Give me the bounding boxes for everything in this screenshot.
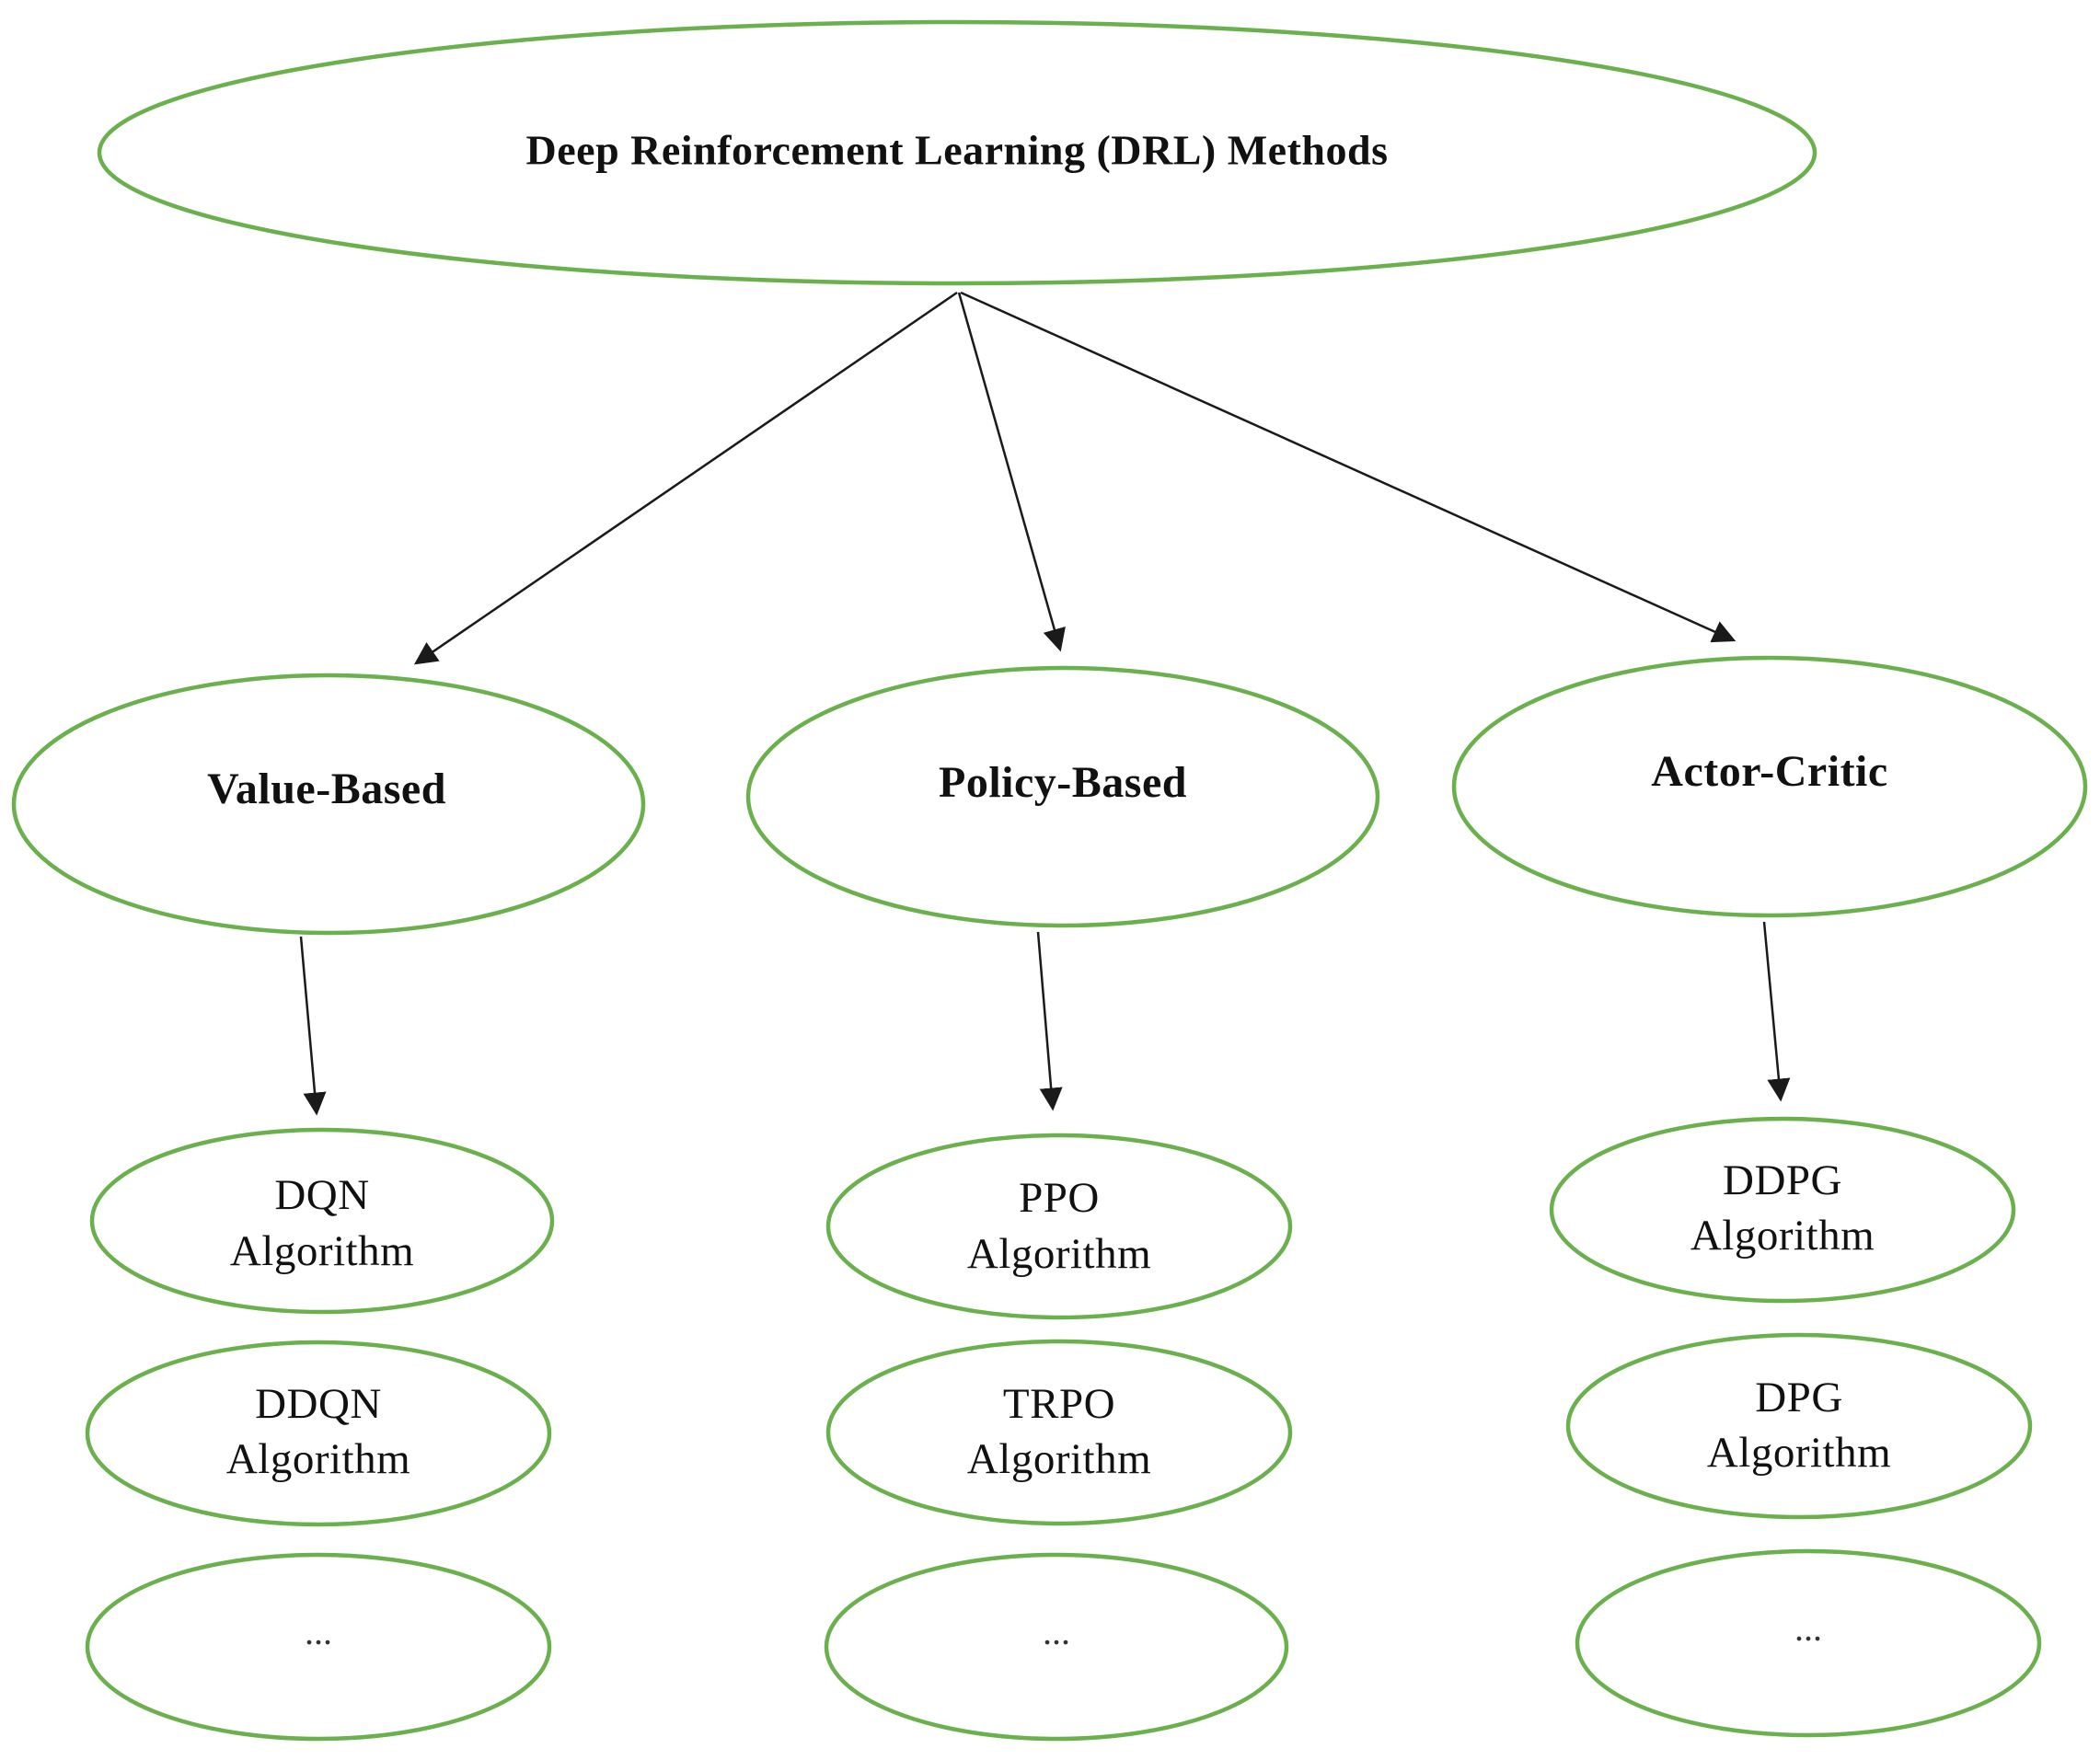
algorithm-node-dqn: DQN Algorithm bbox=[89, 1127, 555, 1315]
policy-based-more-node-shape bbox=[824, 1552, 1289, 1742]
category-policy-based: Policy-Based PPO Algorithm TRPO Algorith… bbox=[745, 665, 1380, 1742]
actor-critic-label: Actor-Critic bbox=[1651, 747, 1887, 796]
category-value-based: Value-Based DQN Algorithm DDQN Algorithm… bbox=[11, 673, 646, 1742]
arrow-root-to-value-based bbox=[413, 291, 958, 665]
arrow-policy-based-to-algorithms bbox=[1036, 931, 1063, 1111]
ddpg-name: DDPG bbox=[1723, 1156, 1842, 1204]
value-based-more-label: ... bbox=[305, 1611, 332, 1652]
root-node: Deep Reinforcement Learning (DRL) Method… bbox=[97, 19, 1817, 286]
actor-critic-more-node-shape bbox=[1575, 1548, 2042, 1738]
policy-based-label: Policy-Based bbox=[939, 758, 1187, 807]
value-based-label: Value-Based bbox=[207, 765, 446, 813]
dpg-suffix: Algorithm bbox=[1707, 1429, 1891, 1477]
algorithm-node-more: ... bbox=[1575, 1548, 2042, 1738]
actor-critic-more-label: ... bbox=[1794, 1607, 1822, 1649]
dpg-name: DPG bbox=[1755, 1374, 1843, 1421]
algorithm-node-more: ... bbox=[824, 1552, 1289, 1742]
root-arrows bbox=[413, 291, 1737, 665]
category-actor-critic: Actor-Critic DDPG Algorithm DPG Algorith… bbox=[1451, 655, 2088, 1738]
actor-critic-node-shape bbox=[1451, 655, 2088, 918]
algorithm-node-ddqn: DDQN Algorithm bbox=[85, 1340, 552, 1527]
algorithm-node-more: ... bbox=[85, 1552, 552, 1742]
trpo-node-shape bbox=[825, 1339, 1293, 1526]
ddpg-suffix: Algorithm bbox=[1690, 1212, 1875, 1260]
arrow-actor-critic-to-algorithms bbox=[1762, 921, 1791, 1102]
ppo-suffix: Algorithm bbox=[967, 1230, 1151, 1278]
arrow-value-based-to-algorithms bbox=[299, 936, 327, 1116]
trpo-name: TRPO bbox=[1003, 1380, 1115, 1428]
value-based-more-node-shape bbox=[85, 1552, 552, 1742]
arrow-root-to-actor-critic bbox=[960, 291, 1737, 643]
ddqn-suffix: Algorithm bbox=[226, 1435, 410, 1483]
root-node-label: Deep Reinforcement Learning (DRL) Method… bbox=[526, 127, 1389, 174]
root-node-shape bbox=[97, 19, 1817, 286]
algorithm-node-ppo: PPO Algorithm bbox=[825, 1133, 1293, 1320]
algorithm-node-ddpg: DDPG Algorithm bbox=[1549, 1116, 2016, 1304]
value-based-node-shape bbox=[11, 673, 646, 936]
ddqn-node-shape bbox=[85, 1340, 552, 1527]
dqn-suffix: Algorithm bbox=[230, 1227, 414, 1275]
algorithm-node-dpg: DPG Algorithm bbox=[1565, 1332, 2033, 1520]
policy-based-node-shape bbox=[745, 665, 1380, 928]
ddqn-name: DDQN bbox=[255, 1380, 382, 1428]
algorithm-node-trpo: TRPO Algorithm bbox=[825, 1339, 1293, 1526]
dpg-node-shape bbox=[1565, 1332, 2033, 1520]
trpo-suffix: Algorithm bbox=[967, 1435, 1151, 1483]
ppo-node-shape bbox=[825, 1133, 1293, 1320]
dqn-name: DQN bbox=[274, 1171, 369, 1219]
ppo-name: PPO bbox=[1019, 1174, 1100, 1222]
policy-based-more-label: ... bbox=[1043, 1611, 1070, 1652]
arrow-root-to-policy-based bbox=[957, 292, 1066, 652]
ddpg-node-shape bbox=[1549, 1116, 2016, 1304]
dqn-node-shape bbox=[89, 1127, 555, 1315]
